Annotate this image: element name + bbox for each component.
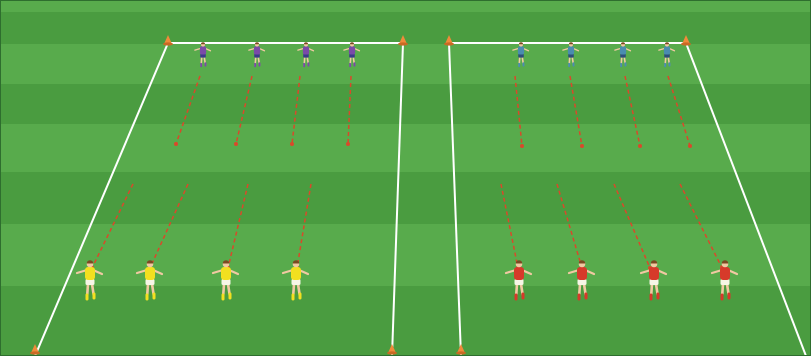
cone-base xyxy=(163,42,173,45)
player-shirt xyxy=(720,267,730,280)
player-shirt xyxy=(568,46,574,54)
player-shirt xyxy=(254,46,260,54)
cone-base xyxy=(456,351,466,354)
pass-line-end xyxy=(638,144,642,148)
pass-line-end xyxy=(580,144,584,148)
player-shirt xyxy=(303,46,309,54)
pitch-stripe xyxy=(0,124,811,172)
pitch-stripe xyxy=(0,84,811,124)
player-shirt xyxy=(145,267,155,280)
pitch-stripe xyxy=(0,12,811,44)
pass-line-end xyxy=(520,144,524,148)
pitch-stripe xyxy=(0,224,811,286)
cone-base xyxy=(444,42,454,45)
pass-line-end xyxy=(174,142,178,146)
player-shirt xyxy=(620,46,626,54)
cone-base xyxy=(30,351,40,354)
pass-line-end xyxy=(234,142,238,146)
player-shirt xyxy=(221,267,231,280)
player-shirt xyxy=(518,46,524,54)
cone-base xyxy=(398,42,408,45)
player-shirt xyxy=(349,46,355,54)
pass-line-end xyxy=(290,142,294,146)
pass-line-end xyxy=(346,142,350,146)
player-shirt xyxy=(85,267,95,280)
pitch-stripe xyxy=(0,172,811,224)
player-shirt xyxy=(664,46,670,54)
player-shirt xyxy=(291,267,301,280)
player-shirt xyxy=(649,267,659,280)
cone-base xyxy=(387,351,397,354)
cone-base xyxy=(681,42,691,45)
pitch-stripe xyxy=(0,286,811,356)
pitch-stripe xyxy=(0,0,811,12)
player-shirt xyxy=(514,267,524,280)
pass-line-end xyxy=(688,144,692,148)
player-shirt xyxy=(200,46,206,54)
player-shirt xyxy=(577,267,587,280)
